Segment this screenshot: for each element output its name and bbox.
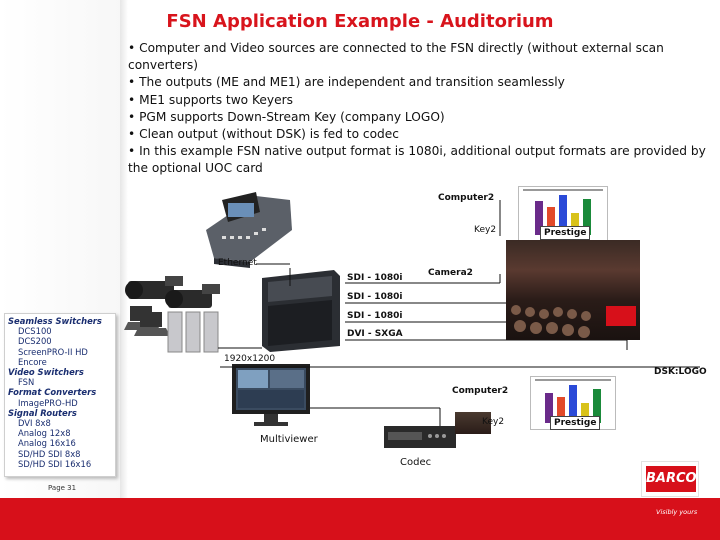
sidebar-heading: Seamless Switchers: [8, 316, 102, 326]
control-panel-image: [206, 192, 292, 268]
key2-bottom-label: Key2: [482, 417, 505, 427]
resolution-label: 1920x1200: [224, 354, 276, 364]
chart-bar: [557, 397, 565, 423]
sidebar-heading: Video Switchers: [8, 367, 84, 378]
product-sidebar: Seamless Switchers DCS100 DCS200 ScreenP…: [4, 313, 116, 477]
multiviewer-monitor-image: [232, 364, 310, 426]
sidebar-item: Analog 12x8: [18, 428, 71, 439]
chart-bar: [547, 207, 555, 235]
laptop-image: [124, 306, 170, 336]
multiviewer-label: Multiviewer: [260, 434, 318, 445]
sidebar-item: DVI 8x8: [18, 418, 51, 429]
camera-image: [125, 276, 220, 308]
sidebar-item: DCS200: [18, 336, 52, 347]
prestige-label-top: Prestige: [540, 226, 591, 240]
ethernet-label: Ethernet: [218, 258, 257, 268]
audience-thumbnail: [455, 412, 491, 434]
sdi-1080i-c-label: SDI - 1080i: [347, 311, 403, 321]
connection-lines: [218, 200, 700, 426]
chart-bar: [535, 201, 543, 235]
sidebar-item: Encore: [18, 356, 47, 367]
key2-top-label: Key2: [474, 225, 497, 235]
chart-bar: [583, 199, 591, 235]
sidebar-item: ScreenPRO-II HD: [18, 346, 88, 357]
sidebar-item: FSN: [18, 377, 35, 388]
computer2-bottom-label: Computer2: [452, 386, 509, 396]
dsk-logo-label: DSK:LOGO: [654, 367, 707, 377]
page-number: Page 31: [48, 484, 77, 492]
fsn-frame-image: [262, 270, 340, 352]
footer-bar: [0, 498, 720, 540]
barco-logo: BARCO: [641, 461, 699, 497]
auditorium-photo: [506, 240, 640, 340]
dvi-sxga-label: DVI - SXGA: [347, 329, 403, 339]
sidebar-item: DCS100: [18, 326, 52, 337]
sdi-1080i-b-label: SDI - 1080i: [347, 292, 403, 302]
sidebar-heading: Signal Routers: [8, 407, 77, 418]
bullet-list: • Computer and Video sources are connect…: [128, 40, 708, 178]
pc-tower-image: [167, 311, 219, 353]
chart-bar: [581, 403, 589, 423]
sdi-1080i-a-label: SDI - 1080i: [347, 273, 403, 283]
bullet-item: • In this example FSN native output form…: [128, 144, 706, 176]
bullet-item: • Computer and Video sources are connect…: [128, 41, 664, 73]
bullet-item: • The outputs (ME and ME1) are independe…: [128, 75, 565, 90]
brand-tagline: Visibly yours: [656, 508, 698, 516]
sidebar-item: SD/HD SDI 8x8: [18, 448, 81, 459]
chart-bar: [569, 385, 577, 423]
chart-header: [523, 189, 603, 191]
codec-label: Codec: [400, 457, 432, 468]
sidebar-heading: Format Converters: [8, 387, 97, 398]
prestige-label-bottom: Prestige: [550, 416, 601, 430]
chart-bar: [559, 195, 567, 235]
computer2-top-label: Computer2: [438, 193, 495, 203]
bullet-item: • Clean output (without DSK) is fed to c…: [128, 127, 399, 142]
chart-header: [535, 379, 611, 381]
sidebar-item: Analog 16x16: [18, 438, 76, 449]
sidebar-item: ImagePRO-HD: [18, 397, 78, 408]
chart-thumbnail-bottom: [530, 376, 616, 430]
bullet-item: • PGM supports Down-Stream Key (company …: [128, 109, 445, 124]
sidebar-item: SD/HD SDI 16x16: [18, 458, 92, 469]
camera2-label: Camera2: [428, 268, 473, 278]
chart-bar: [545, 393, 553, 423]
codec-image: [384, 426, 456, 448]
left-shadow: [120, 0, 128, 498]
slide-title: FSN Application Example - Auditorium: [166, 11, 554, 32]
chart-bar: [593, 389, 601, 423]
barco-logo-text: BARCO: [646, 466, 697, 492]
chart-bar: [571, 213, 579, 235]
bullet-item: • ME1 supports two Keyers: [128, 92, 293, 107]
